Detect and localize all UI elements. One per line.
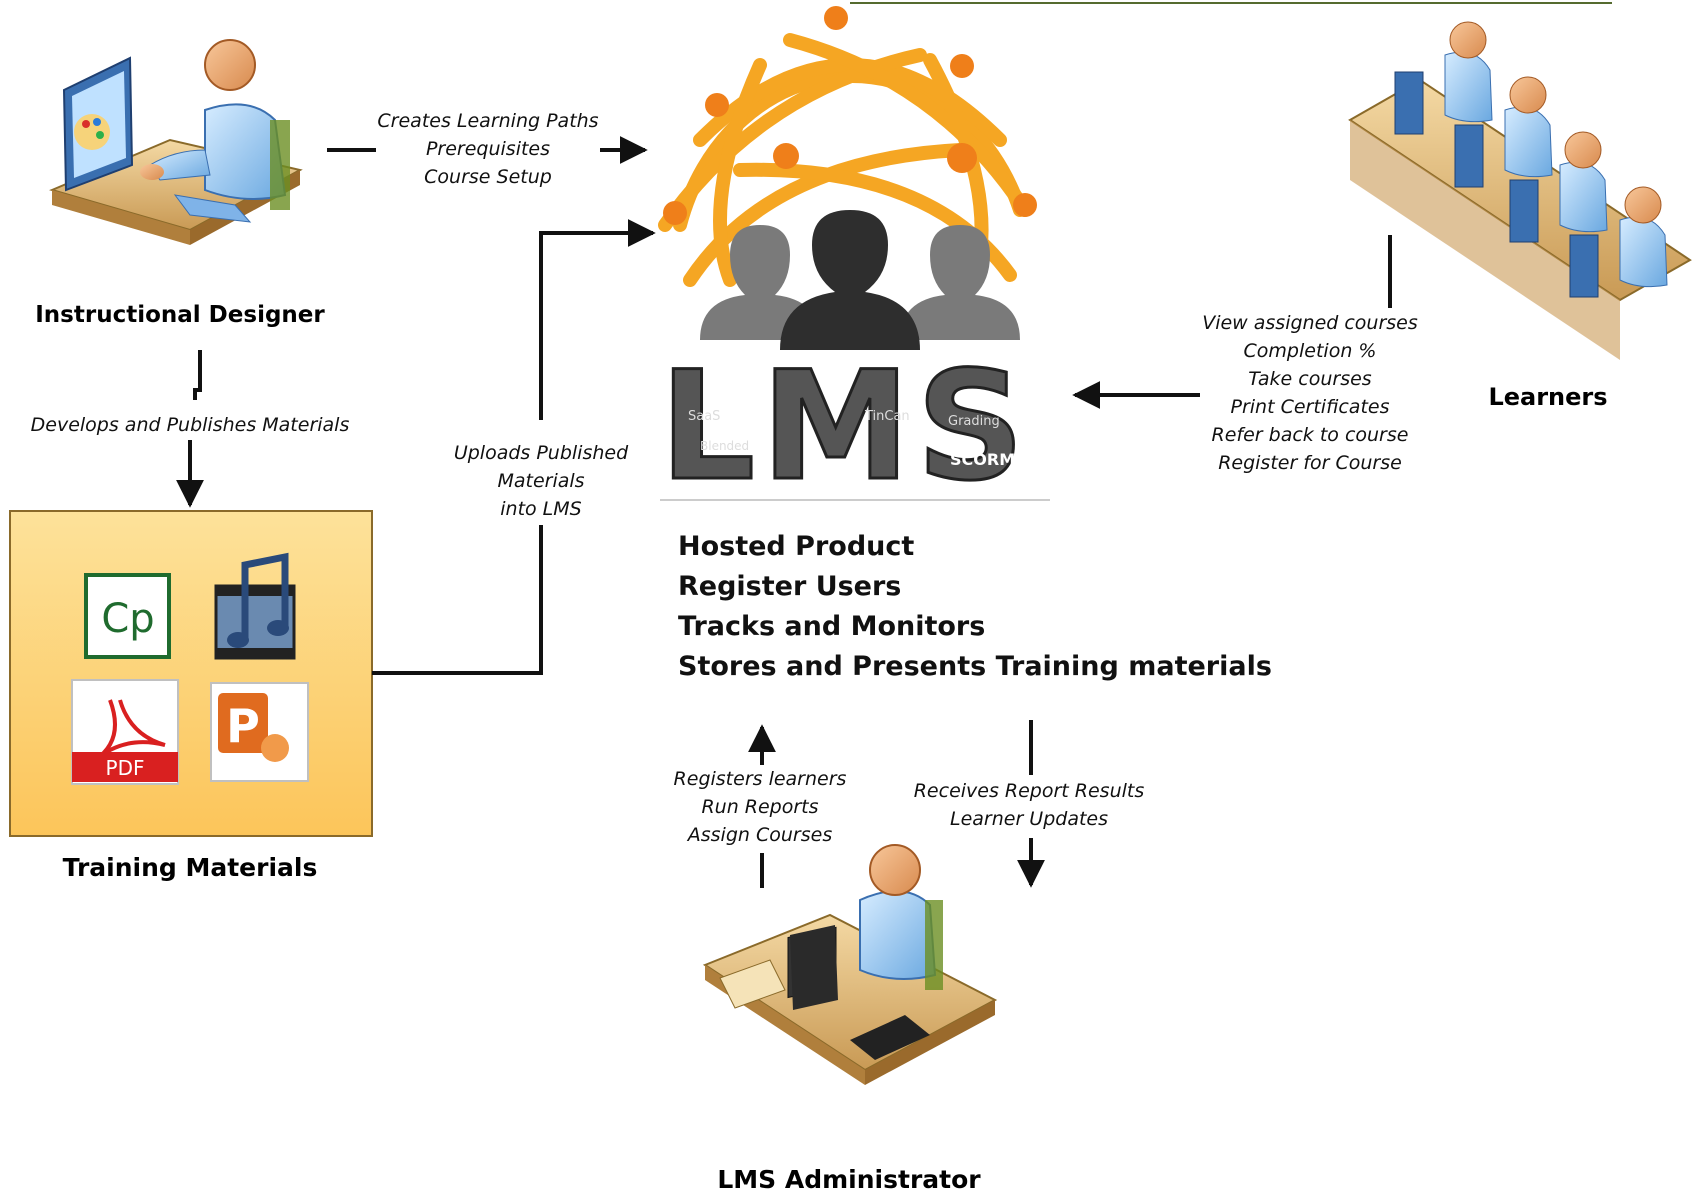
lms-globe-nodes (663, 6, 1037, 225)
learners-figure-icon (1348, 21, 1692, 360)
svg-text:Prerequisites: Prerequisites (426, 138, 550, 160)
lms-logo-word: SaaS (688, 409, 720, 424)
edge-label-designer-materials: Develops and Publishes Materials (31, 414, 350, 436)
learner-4 (1569, 186, 1668, 298)
edge-label-materials-lms: Uploads Published Materials into LMS (454, 442, 629, 520)
lms-logo-word: SCORM (950, 450, 1015, 469)
designer-label: Instructional Designer (35, 302, 325, 328)
svg-text:Materials: Materials (497, 470, 584, 492)
svg-text:Uploads Published: Uploads Published (454, 442, 629, 464)
edge-label-learners-lms: View assigned courses Completion % Take … (1202, 312, 1418, 474)
svg-text:into LMS: into LMS (500, 498, 581, 520)
lms-logo-word: TinCan (864, 409, 910, 424)
learners-label: Learners (1488, 383, 1607, 411)
lms-logo-text: LMS (660, 340, 1031, 514)
edge-designer-materials (193, 350, 202, 400)
svg-text:P: P (226, 699, 260, 753)
feature-item: Tracks and Monitors (678, 611, 985, 642)
lms-logo-word: Grading (948, 414, 1000, 429)
learner-2 (1454, 76, 1553, 188)
feature-item: Hosted Product (678, 531, 914, 562)
lms-people-icon (700, 210, 1020, 350)
svg-text:Completion %: Completion % (1244, 340, 1377, 362)
captivate-icon: Cp (84, 573, 171, 659)
admin-figure-icon (702, 844, 998, 1085)
svg-text:Registers learners: Registers learners (674, 768, 847, 790)
edge-label-lms-admin: Receives Report Results Learner Updates (914, 780, 1145, 830)
feature-item: Register Users (678, 571, 901, 602)
powerpoint-icon: P (210, 682, 309, 782)
svg-text:Refer back to course: Refer back to course (1212, 424, 1409, 446)
designer-figure-icon (49, 39, 303, 245)
materials-panel (9, 510, 373, 837)
svg-text:PDF: PDF (106, 756, 145, 780)
feature-item: Stores and Presents Training materials (678, 651, 1272, 682)
lms-logo: LMS SaaS Blended TinCan SCORM Grading (658, 339, 1050, 516)
svg-text:Assign Courses: Assign Courses (686, 824, 833, 846)
edge-label-admin-lms: Registers learners Run Reports Assign Co… (674, 768, 847, 846)
lms-logo-word: Blended (700, 439, 749, 453)
svg-text:Run Reports: Run Reports (701, 796, 818, 818)
svg-text:Print Certificates: Print Certificates (1231, 396, 1390, 418)
pdf-icon: PDF (71, 679, 179, 785)
media-icon (214, 552, 296, 660)
learner-1 (1394, 21, 1493, 135)
edge-materials-lms-bottom (372, 525, 543, 675)
svg-text:Take courses: Take courses (1248, 368, 1371, 390)
learner-3 (1509, 131, 1608, 243)
svg-text:Receives Report Results: Receives Report Results (914, 780, 1145, 802)
svg-text:Register for Course: Register for Course (1218, 452, 1402, 474)
svg-text:Cp: Cp (101, 596, 154, 642)
edge-label-designer-lms: Creates Learning Paths Prerequisites Cou… (377, 110, 598, 188)
svg-text:Learner Updates: Learner Updates (950, 808, 1108, 830)
svg-text:Creates Learning Paths: Creates Learning Paths (377, 110, 598, 132)
admin-label: LMS Administrator (717, 1165, 981, 1194)
svg-text:Course Setup: Course Setup (424, 166, 552, 188)
edge-materials-lms-top (539, 219, 656, 420)
materials-label: Training Materials (63, 853, 318, 882)
lms-features: Hosted Product Register Users Tracks and… (678, 531, 1272, 682)
svg-text:View assigned courses: View assigned courses (1202, 312, 1418, 334)
